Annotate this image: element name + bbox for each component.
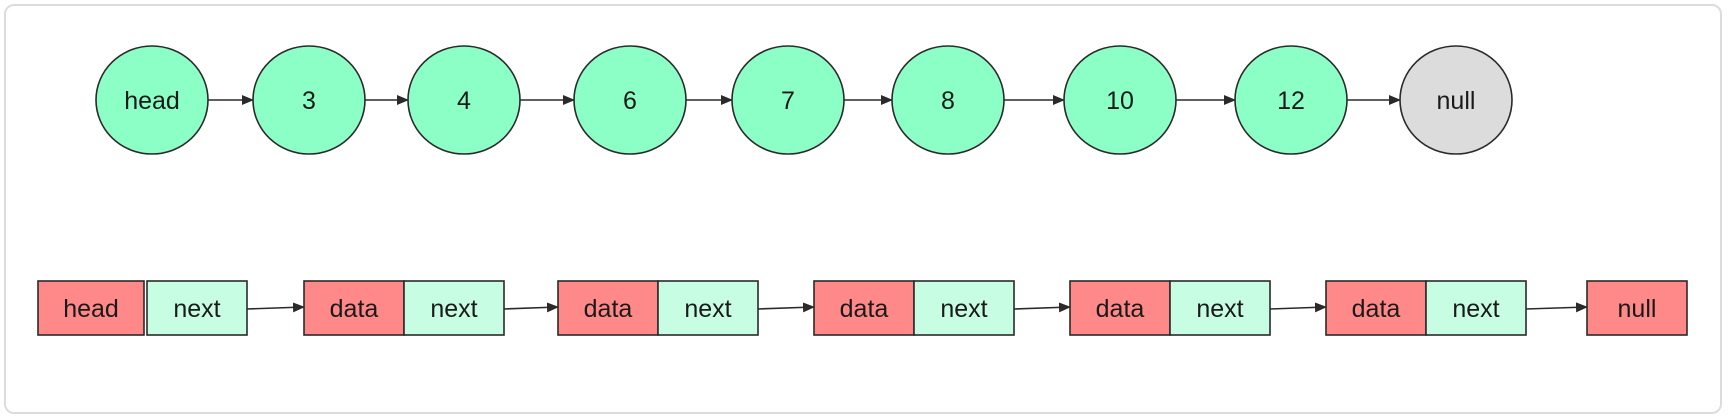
node-block: data next bbox=[557, 280, 759, 336]
cell-label: next bbox=[940, 295, 987, 323]
node-label: 6 bbox=[623, 87, 637, 115]
list-node: 6 bbox=[573, 45, 687, 155]
next-cell bbox=[146, 280, 248, 336]
node-label: 8 bbox=[941, 87, 955, 115]
next-cell bbox=[1425, 280, 1527, 336]
list-node: 7 bbox=[731, 45, 845, 155]
next-cell bbox=[657, 280, 759, 336]
cell-label: null bbox=[1618, 295, 1657, 323]
node-block: data next bbox=[813, 280, 1015, 336]
list-node: 10 bbox=[1063, 45, 1177, 155]
node-label: 12 bbox=[1277, 87, 1305, 115]
cell-label: data bbox=[840, 295, 889, 323]
node-label: head bbox=[124, 87, 180, 115]
list-node: head bbox=[95, 45, 209, 155]
data-cell bbox=[37, 280, 145, 336]
next-cell bbox=[913, 280, 1015, 336]
null-cell bbox=[1586, 280, 1688, 336]
node-label: 4 bbox=[457, 87, 471, 115]
node-block: data next bbox=[303, 280, 505, 336]
node-block: head next bbox=[37, 280, 248, 336]
block-arrow bbox=[246, 302, 305, 313]
block-arrow bbox=[1525, 302, 1588, 313]
cell-label: next bbox=[1196, 295, 1243, 323]
list-node: 8 bbox=[891, 45, 1005, 155]
block-arrow bbox=[1013, 302, 1071, 313]
block-arrow bbox=[503, 302, 559, 313]
next-cell bbox=[403, 280, 505, 336]
node-label: null bbox=[1437, 87, 1476, 115]
cell-label: next bbox=[1452, 295, 1499, 323]
node-block: data next bbox=[1069, 280, 1271, 336]
cell-label: data bbox=[1096, 295, 1145, 323]
bottom-linked-list: head next data next data next data next data next… bbox=[37, 280, 1688, 336]
list-node: 4 bbox=[407, 45, 521, 155]
cell-label: data bbox=[330, 295, 379, 323]
cell-label: data bbox=[584, 295, 633, 323]
node-label: 10 bbox=[1106, 87, 1134, 115]
list-node: 12 bbox=[1234, 45, 1348, 155]
null-node: null bbox=[1399, 45, 1513, 155]
node-label: 7 bbox=[781, 87, 795, 115]
data-cell bbox=[303, 280, 405, 336]
data-cell bbox=[1325, 280, 1427, 336]
block-arrow bbox=[757, 302, 815, 313]
top-linked-list: head 3 4 6 7 8 10 12 null bbox=[95, 45, 1513, 155]
cell-label: next bbox=[684, 295, 731, 323]
node-block: data next bbox=[1325, 280, 1527, 336]
cell-label: head bbox=[63, 295, 119, 323]
cell-label: next bbox=[173, 295, 220, 323]
list-node: 3 bbox=[252, 45, 366, 155]
cell-label: next bbox=[430, 295, 477, 323]
data-cell bbox=[1069, 280, 1171, 336]
cell-label: data bbox=[1352, 295, 1401, 323]
block-arrow bbox=[1269, 302, 1327, 313]
node-label: 3 bbox=[302, 87, 316, 115]
node-circle bbox=[1399, 45, 1513, 155]
next-cell bbox=[1169, 280, 1271, 336]
null-block: null bbox=[1586, 280, 1688, 336]
